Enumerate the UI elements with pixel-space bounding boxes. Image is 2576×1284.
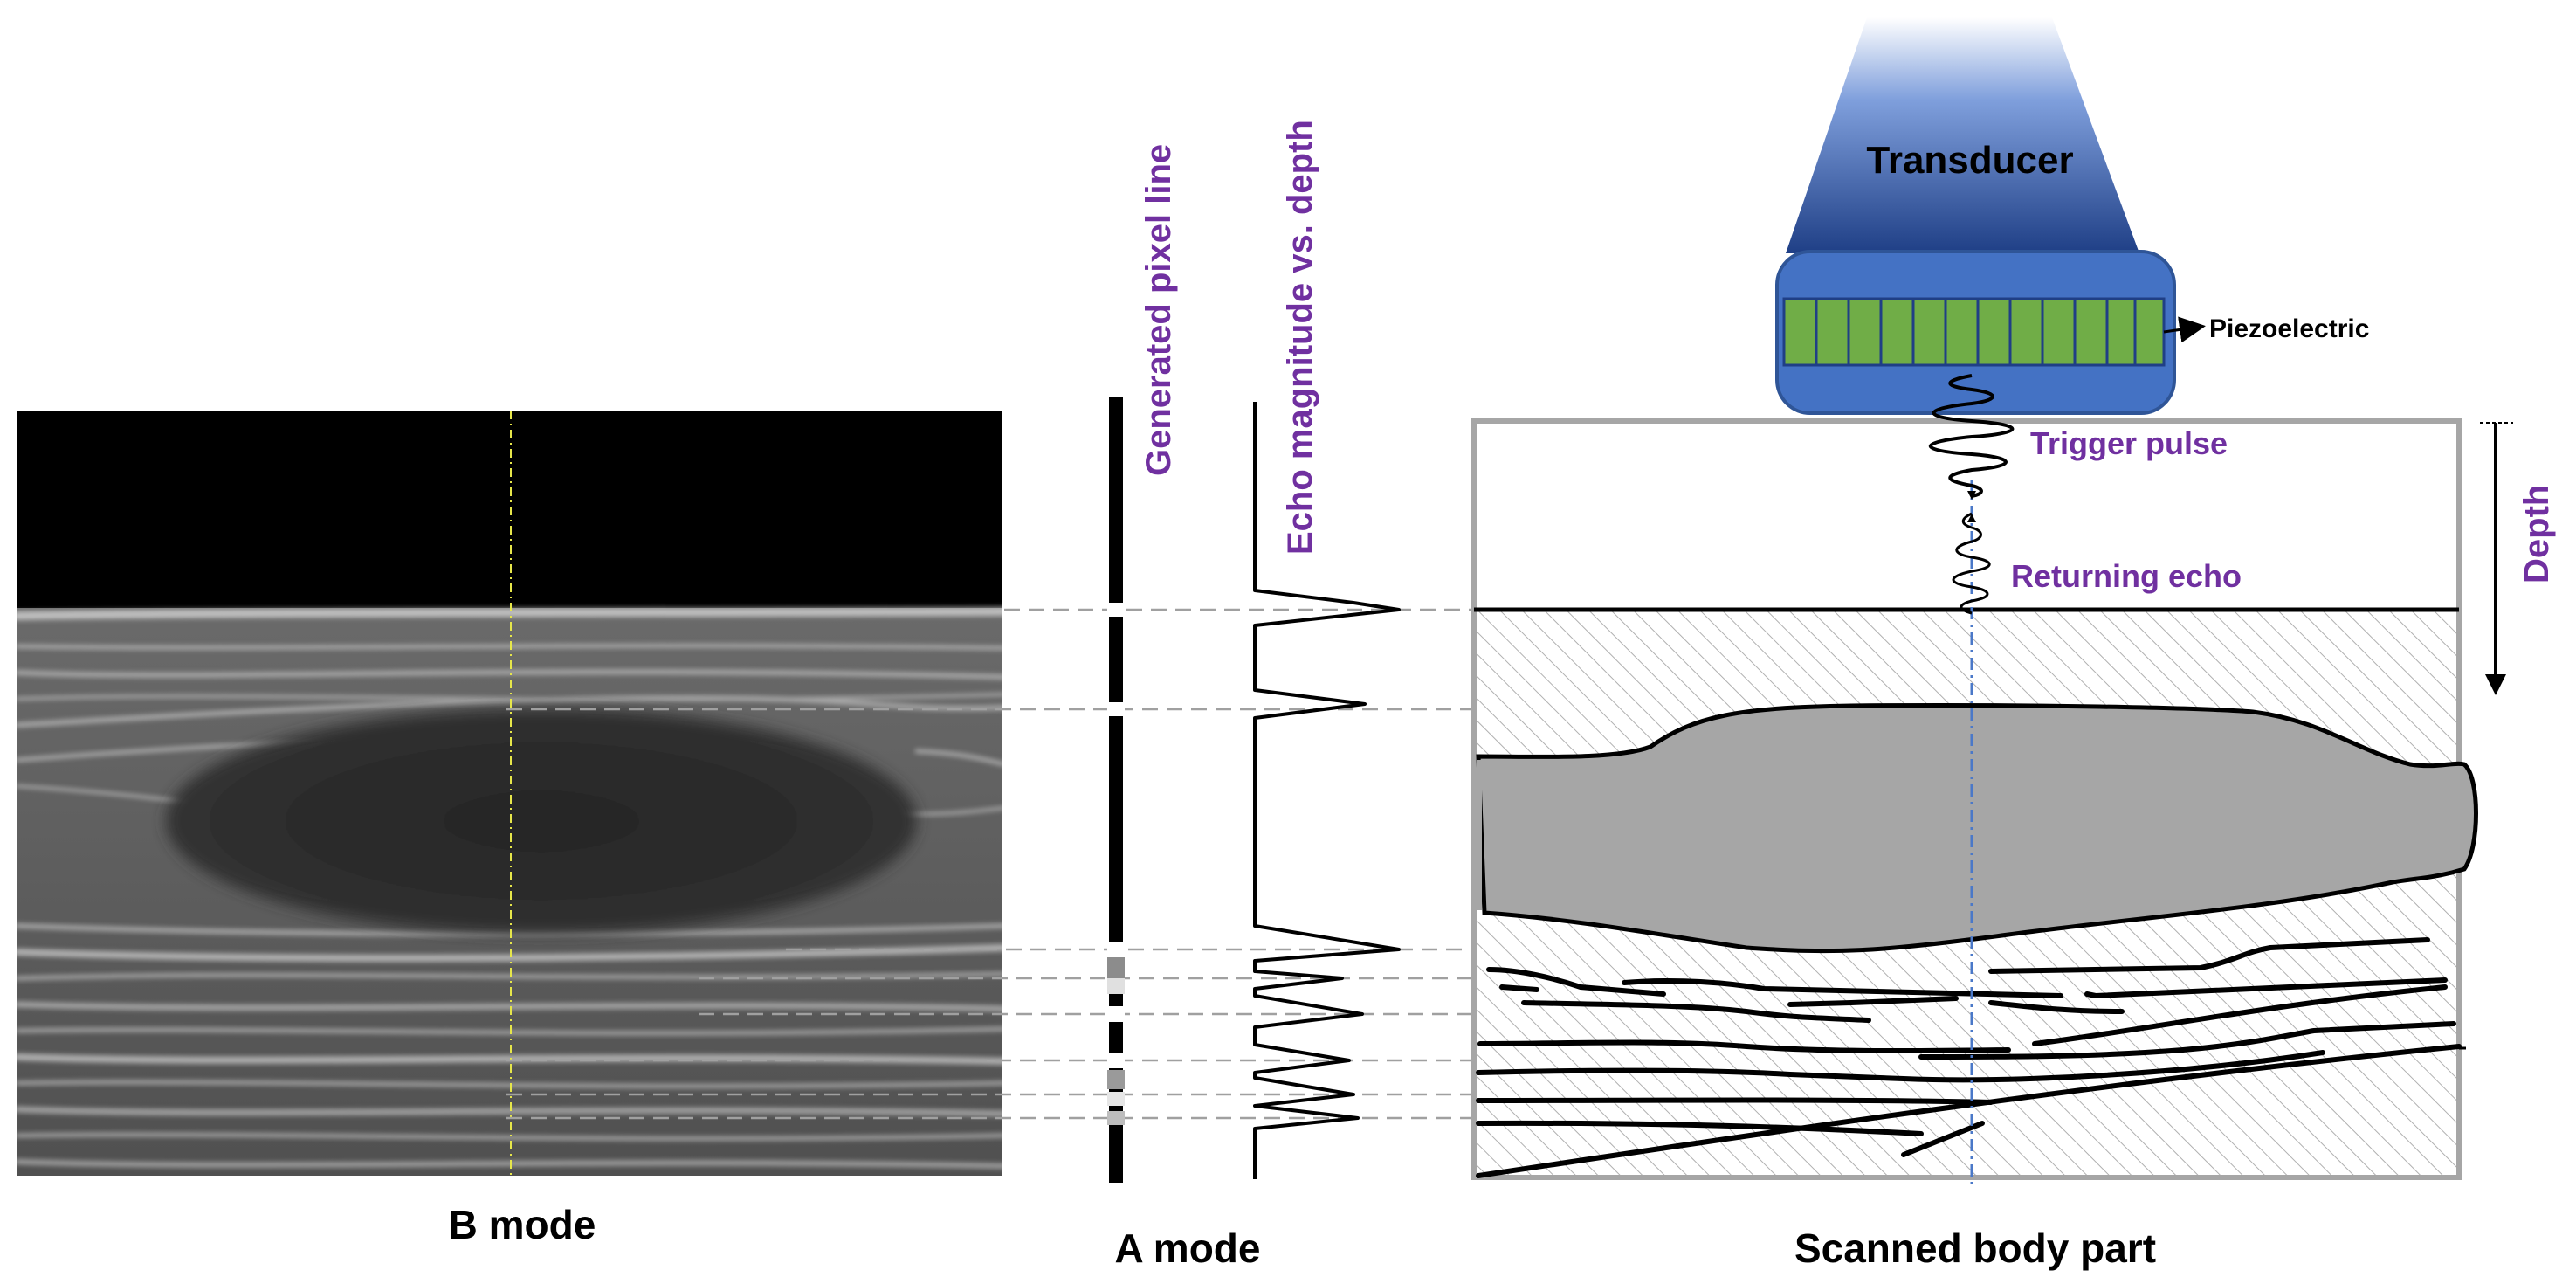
label-returning-echo: Returning echo [2011, 558, 2242, 594]
label-piezoelectric: Piezoelectric [2209, 314, 2369, 343]
echo-magnitude-trace [1253, 402, 1401, 1179]
pulse-arrow-down [1967, 491, 1976, 500]
depth-arrow [2480, 422, 2513, 695]
transducer-beam [1786, 17, 2139, 253]
trigger-pulse-wave [1928, 374, 2015, 498]
b-mode-lesion [166, 708, 917, 935]
label-b-mode: B mode [449, 1202, 596, 1247]
returning-echo-wave [1952, 512, 1991, 615]
label-echo-magnitude: Echo magnitude vs. depth [1281, 120, 1319, 555]
label-trigger-pulse: Trigger pulse [2030, 425, 2228, 461]
label-scanned-body-part: Scanned body part [1794, 1225, 2156, 1271]
label-depth: Depth [2517, 485, 2556, 583]
echo-arrow-up [1967, 514, 1976, 522]
tissue-lesion [1476, 702, 2478, 954]
piezo-arrow [2163, 316, 2206, 343]
generated-pixel-line [1107, 397, 1125, 1183]
label-generated-pixel-line: Generated pixel line [1140, 144, 1178, 476]
label-a-mode: A mode [1115, 1225, 1261, 1271]
transducer [1775, 17, 2206, 415]
label-transducer: Transducer [1866, 139, 2073, 182]
scanned-body-part [1471, 418, 2478, 1180]
b-mode-image [17, 411, 1002, 1176]
